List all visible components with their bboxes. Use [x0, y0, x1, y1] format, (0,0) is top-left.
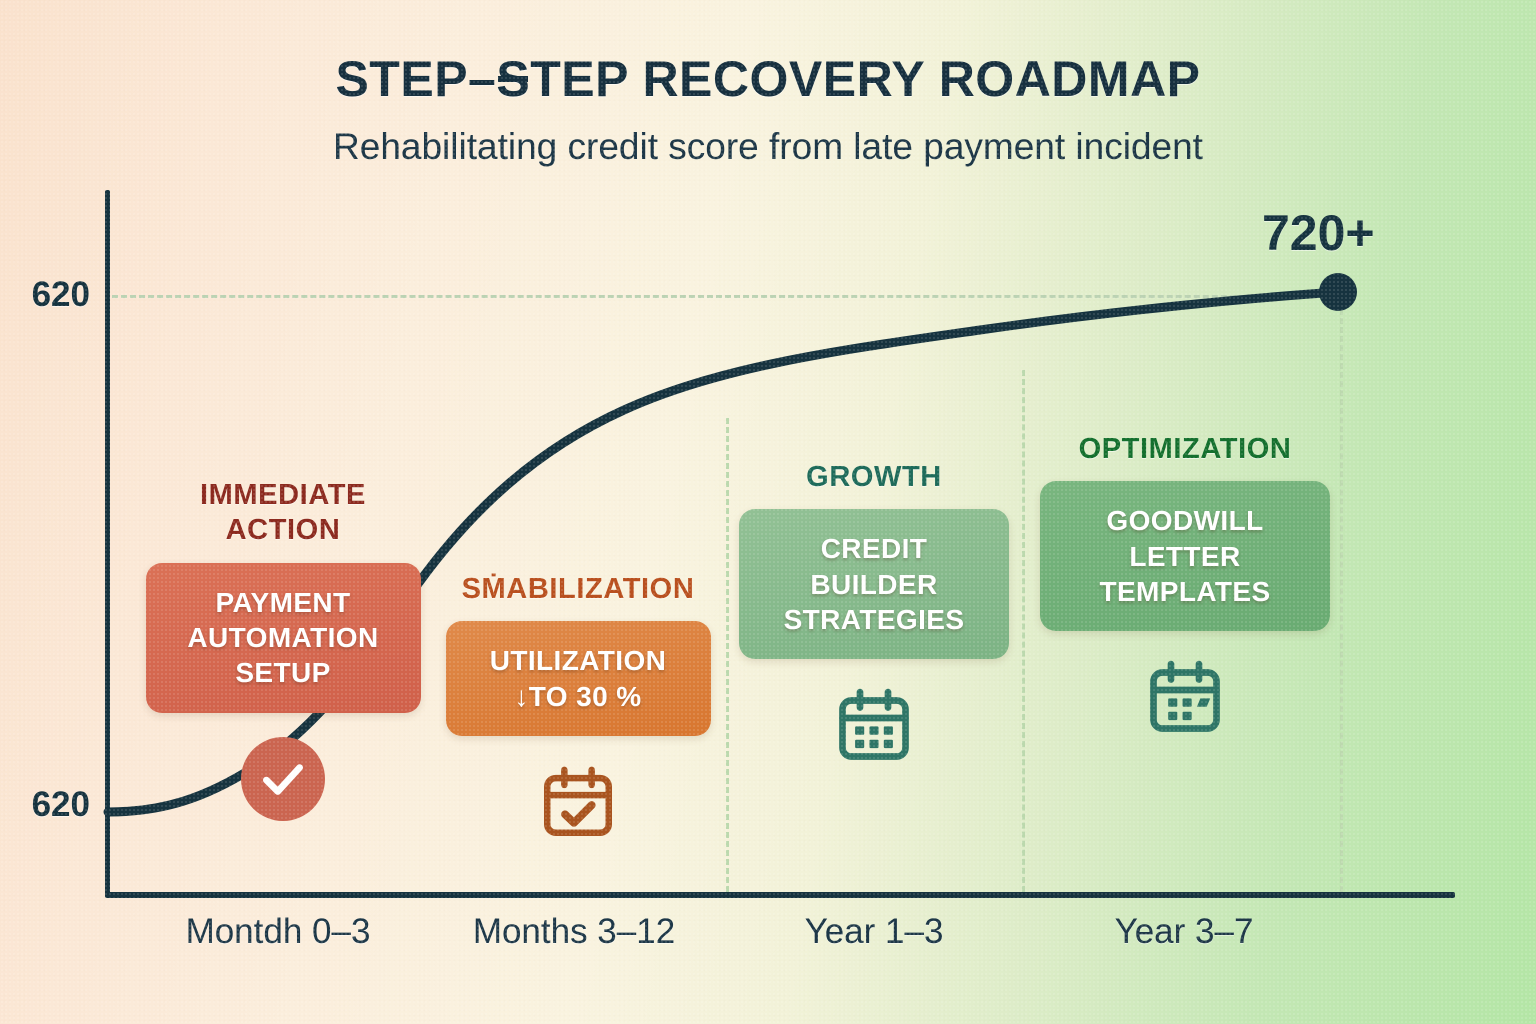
- calendar-grid-alt-icon: [1150, 660, 1220, 732]
- stage-1-chip[interactable]: PAYMENT AUTOMATION SETUP: [145, 562, 421, 713]
- endpoint-marker: [1319, 273, 1357, 311]
- stage-4-chip[interactable]: GOODWILL LETTER TEMPLATES: [1040, 481, 1330, 632]
- stage-1-kicker: IMMEDIATE ACTION: [200, 479, 366, 547]
- stage-growth[interactable]: GROWTH CREDIT BUILDER STRATEGIES: [724, 460, 1024, 771]
- stage-2-chip[interactable]: UTILIZATION ↓TO 30 %: [445, 621, 711, 736]
- y-axis-tick-bottom: 620: [31, 785, 90, 824]
- y-axis-line: [105, 190, 110, 896]
- horizontal-gridline: [112, 295, 1344, 298]
- x-axis-label-4: Year 3–7: [1114, 912, 1254, 951]
- page-title: STEP–STEP RECOVERY ROADMAP: [0, 50, 1536, 108]
- stage-4-kicker: OPTIMIZATION: [1078, 433, 1292, 465]
- stage-divider-3: [1340, 300, 1343, 892]
- stage-2-kicker: SṀABILIZATION: [461, 573, 695, 605]
- x-axis-label-3: Year 1–3: [804, 912, 944, 951]
- calendar-check-icon: [544, 766, 612, 836]
- stage-3-kicker: GROWTH: [806, 461, 942, 493]
- page-title-part2: TEP RECOVERY ROADMAP: [530, 51, 1201, 107]
- x-axis-line: [105, 892, 1455, 898]
- stage-immediate-action[interactable]: IMMEDIATE ACTION PAYMENT AUTOMATION SETU…: [133, 478, 433, 825]
- endpoint-score-label: 720+: [1262, 205, 1375, 261]
- page-title-dash: –: [468, 51, 497, 107]
- page-title-ghost-letter: S: [496, 51, 531, 107]
- page-subtitle: Rehabilitating credit score from late pa…: [333, 126, 1203, 167]
- x-axis-label-2: Months 3–12: [472, 912, 676, 951]
- stage-optimization[interactable]: OPTIMIZATION GOODWILL LETTER TEMPLATES: [1035, 432, 1335, 743]
- check-circle-icon: [241, 736, 325, 821]
- stage-3-chip[interactable]: CREDIT BUILDER STRATEGIES: [739, 509, 1009, 660]
- x-axis-label-1: Montdh 0–3: [185, 912, 371, 951]
- page-title-part1: STEP: [335, 51, 469, 107]
- stage-stabilization[interactable]: SṀABILIZATION UTILIZATION ↓TO 30 %: [428, 572, 728, 848]
- calendar-grid-icon: [839, 688, 909, 760]
- y-axis-tick-top: 620: [31, 275, 90, 314]
